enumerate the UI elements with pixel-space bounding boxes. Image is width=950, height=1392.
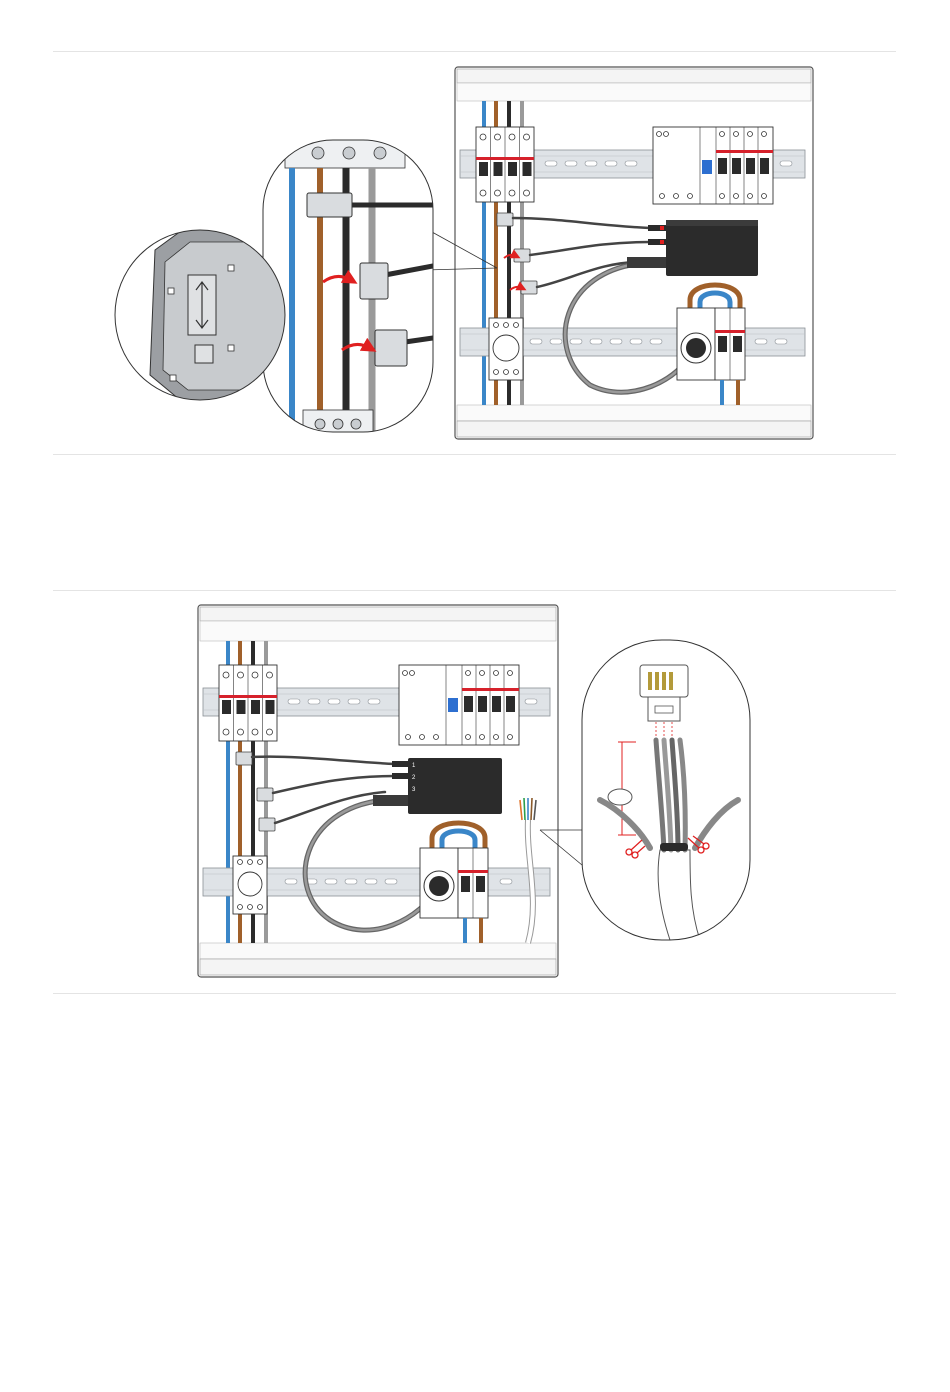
isolator-switch: [233, 856, 267, 914]
meter-box-icon: [666, 220, 758, 276]
rcd-breaker-block: [399, 665, 519, 745]
main-breaker-4-pole: [476, 127, 534, 202]
cable-closeup: [582, 640, 750, 940]
isolator-switch: [489, 318, 523, 380]
meter-box-icon: 1 2 3: [408, 758, 502, 814]
main-breaker-4-pole: [219, 665, 277, 741]
figure-1-ct-clamp-installation: [115, 67, 813, 439]
rcd-breaker-block: [653, 127, 773, 204]
magnifier-icon: [263, 140, 433, 432]
figure-2-cable-preparation: 1 2 3: [198, 605, 750, 977]
